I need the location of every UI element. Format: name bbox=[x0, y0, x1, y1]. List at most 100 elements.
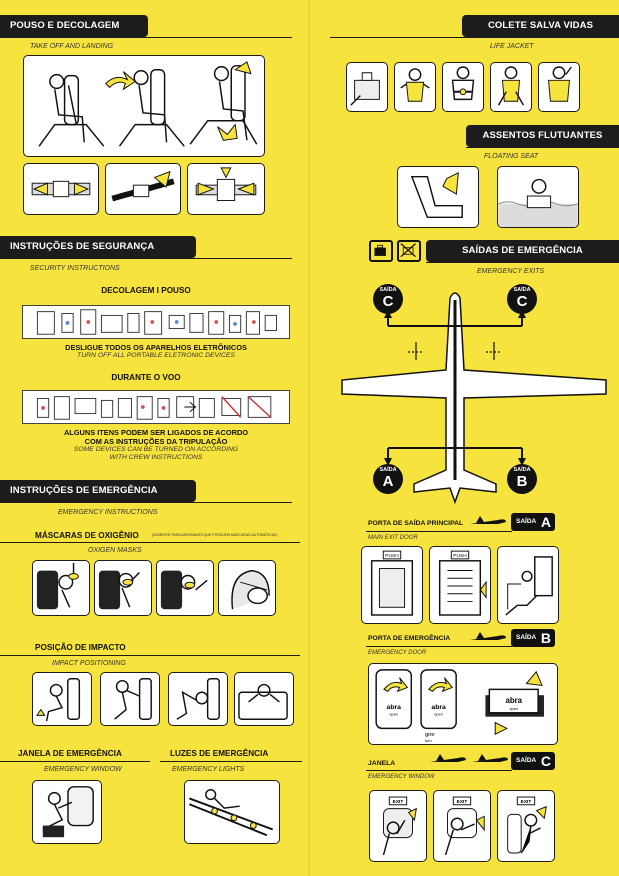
emergency-instructions-title: INSTRUÇÕES DE EMERGÊNCIA bbox=[10, 485, 158, 496]
devices-on-text-en-1: SOME DEVICES CAN BE TURNED ON ACCORDING bbox=[73, 446, 239, 453]
emergency-rule bbox=[0, 502, 292, 503]
baggage-icon bbox=[369, 240, 393, 262]
main-door-rule bbox=[366, 531, 512, 532]
seatbelt-fasten-illustration bbox=[23, 163, 99, 215]
window-exit-step-3-illustration: EXIT bbox=[497, 790, 555, 862]
impact-position-subtitle: IMPACT POSITIONING bbox=[52, 660, 126, 667]
main-exit-door-label: PORTA DE SAÍDA PRINCIPAL bbox=[368, 520, 464, 527]
takeoff-landing-title: POUSO E DECOLAGEM bbox=[10, 20, 120, 31]
impact-pose-3-illustration bbox=[168, 672, 228, 726]
window-exit-sign-2: EXIT bbox=[457, 799, 468, 805]
lifejacket-step-4-illustration bbox=[490, 62, 532, 112]
emergency-exits-header: SAÍDAS DE EMERGÊNCIA bbox=[426, 240, 619, 262]
window-exit-sign-3: EXIT bbox=[521, 799, 532, 805]
plane-silhouette-icon bbox=[472, 754, 508, 762]
window-rule bbox=[0, 761, 150, 762]
plane-silhouette-icon bbox=[470, 632, 506, 640]
window-exit-label: JANELA bbox=[368, 760, 396, 767]
emergency-door-saida-text: SAÍDA bbox=[516, 634, 537, 641]
devices-off-text-en: TURN OFF ALL PORTABLE ELETRONIC DEVICES bbox=[77, 352, 235, 359]
seatbelt-tighten-illustration bbox=[105, 163, 181, 215]
floating-seat-use-illustration bbox=[497, 166, 579, 228]
window-exit-rule bbox=[366, 770, 512, 771]
emergency-lights-label: LUZES DE EMERGÊNCIA bbox=[170, 749, 269, 758]
lifejacket-step-3-illustration bbox=[442, 62, 484, 112]
main-door-push-text-2: PUSH bbox=[453, 553, 467, 559]
floating-rule bbox=[466, 147, 619, 148]
window-saida-text: SAÍDA bbox=[516, 757, 537, 764]
floating-seat-subtitle: FLOATING SEAT bbox=[484, 153, 539, 160]
lifejacket-step-2-illustration bbox=[394, 62, 436, 112]
emergency-door-label: PORTA DE EMERGÊNCIA bbox=[368, 635, 451, 642]
plane-silhouette-icon bbox=[430, 754, 466, 762]
emergency-door-abra-text-2: abra bbox=[431, 704, 446, 711]
impact-pose-2-illustration bbox=[100, 672, 160, 726]
impact-pose-1-illustration bbox=[32, 672, 92, 726]
seat-upright-illustration bbox=[23, 55, 265, 157]
impact-position-label: POSIÇÃO DE IMPACTO bbox=[35, 643, 126, 652]
takeoff-landing-subtitle: TAKE OFF AND LANDING bbox=[30, 43, 114, 50]
emergency-lights-illustration bbox=[184, 780, 280, 844]
lifejacket-rule bbox=[330, 37, 619, 38]
oxygen-masks-note: (SOMENTE PARA AERONAVES QUE POSSUEM MÁSC… bbox=[152, 533, 278, 537]
during-flight-label: DURANTE O VOO bbox=[111, 373, 181, 382]
floating-seat-header: ASSENTOS FLUTUANTES bbox=[466, 125, 619, 147]
mask-step-2-illustration bbox=[94, 560, 152, 616]
emergency-lights-subtitle: EMERGENCY LIGHTS bbox=[172, 766, 245, 773]
devices-on-text-2: COM AS INSTRUÇÕES DA TRIPULAÇÃO bbox=[84, 437, 228, 446]
emergency-door-abra-text-1: abra bbox=[387, 704, 402, 711]
main-door-push-text-1: PUSH bbox=[385, 553, 399, 559]
window-saida-letter: C bbox=[540, 753, 551, 769]
plane-silhouette-icon bbox=[470, 516, 506, 524]
mask-step-1-illustration bbox=[32, 560, 90, 616]
exit-a-letter: A bbox=[382, 473, 394, 490]
life-jacket-header: COLETE SALVA VIDAS bbox=[462, 15, 619, 37]
emergency-door-subtitle: EMERGENCY DOOR bbox=[368, 650, 427, 656]
exit-b-letter: B bbox=[516, 473, 528, 490]
security-instructions-title: INSTRUÇÕES DE SEGURANÇA bbox=[10, 241, 155, 252]
lifejacket-step-1-illustration bbox=[346, 62, 388, 112]
lifejacket-step-5-illustration bbox=[538, 62, 580, 112]
mask-step-3-illustration bbox=[156, 560, 214, 616]
emergency-door-open-text-3: open bbox=[509, 706, 518, 711]
emergency-instructions-subtitle: EMERGENCY INSTRUCTIONS bbox=[58, 509, 158, 516]
impact-rule bbox=[0, 655, 300, 656]
emergency-window-label: JANELA DE EMERGÊNCIA bbox=[18, 749, 122, 758]
devices-off-description: DESLIGUE TODOS OS APARELHOS ELETRÔNICOS … bbox=[22, 343, 290, 360]
life-jacket-title: COLETE SALVA VIDAS bbox=[487, 20, 594, 31]
main-door-step-1-illustration: PUSH bbox=[361, 546, 423, 624]
window-exit-sign-1: EXIT bbox=[393, 799, 404, 805]
security-rule bbox=[0, 258, 292, 259]
emergency-door-abra-text-3: abra bbox=[505, 696, 522, 705]
emergency-door-open-text-2: open bbox=[434, 712, 443, 717]
oxygen-masks-subtitle: OXIGEN MASKS bbox=[88, 547, 142, 554]
devices-on-strip bbox=[22, 390, 290, 424]
main-exit-door-subtitle: MAIN EXIT DOOR bbox=[368, 535, 418, 541]
emergency-door-illustration: abra open abra open gire turn abra open bbox=[368, 663, 558, 745]
main-door-step-2-illustration: PUSH bbox=[429, 546, 491, 624]
window-exit-step-1-illustration: EXIT bbox=[369, 790, 427, 862]
emergency-door-gire-text: gire bbox=[425, 732, 435, 738]
exit-b-saida: SAÍDA bbox=[513, 467, 531, 473]
impact-pose-4-illustration bbox=[234, 672, 294, 726]
main-door-step-3-illustration bbox=[497, 546, 559, 624]
exit-c-right-saida: SAÍDA bbox=[513, 287, 531, 293]
page-fold bbox=[308, 0, 310, 876]
main-door-saida-text: SAÍDA bbox=[516, 518, 537, 525]
devices-on-text-en-2: WITH CREW INSTRUCTIONS bbox=[109, 454, 203, 461]
emergency-door-open-text-1: open bbox=[389, 712, 398, 717]
takeoff-landing-header: POUSO E DECOLAGEM bbox=[0, 15, 148, 37]
emergency-window-subtitle: EMERGENCY WINDOW bbox=[44, 766, 122, 773]
seatbelt-release-illustration bbox=[187, 163, 265, 215]
mask-step-4-illustration bbox=[218, 560, 276, 616]
life-jacket-subtitle: LIFE JACKET bbox=[490, 43, 534, 50]
devices-off-text: DESLIGUE TODOS OS APARELHOS ELETRÔNICOS bbox=[65, 343, 247, 352]
emergency-instructions-header: INSTRUÇÕES DE EMERGÊNCIA bbox=[0, 480, 196, 502]
